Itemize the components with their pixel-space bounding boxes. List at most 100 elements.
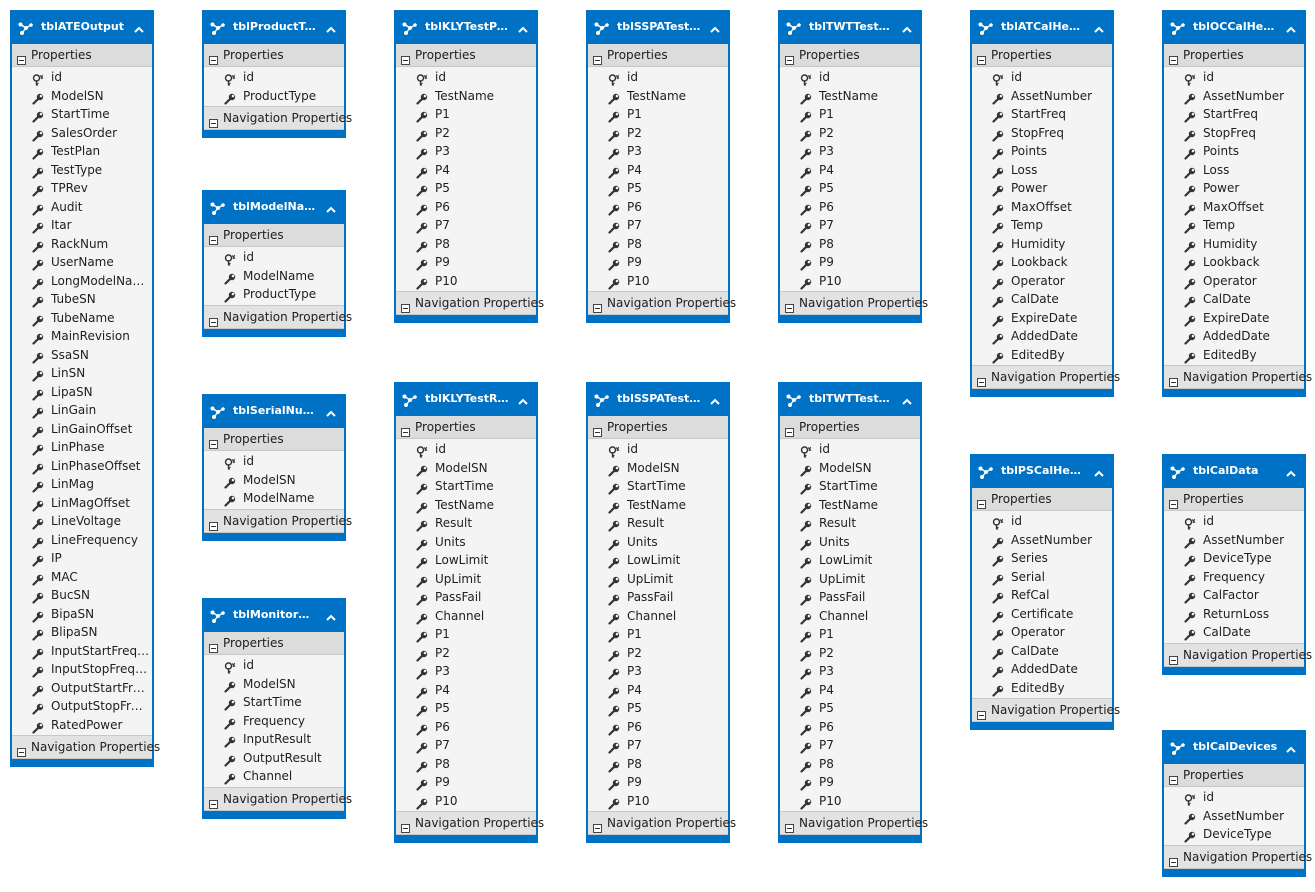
- property-row[interactable]: P5: [396, 179, 536, 198]
- property-row[interactable]: Operator: [972, 272, 1112, 291]
- collapse-minus-icon[interactable]: [785, 298, 794, 313]
- property-row[interactable]: UserName: [12, 253, 152, 272]
- property-row[interactable]: ModelSN: [780, 459, 920, 478]
- property-row[interactable]: UpLimit: [780, 570, 920, 589]
- property-row[interactable]: P6: [780, 718, 920, 737]
- property-row[interactable]: SalesOrder: [12, 124, 152, 143]
- entity-box[interactable]: tblProductTyp...PropertiesidProductTypeN…: [202, 10, 352, 138]
- property-row[interactable]: Humidity: [972, 235, 1112, 254]
- property-row[interactable]: MAC: [12, 568, 152, 587]
- property-row[interactable]: UpLimit: [588, 570, 728, 589]
- navigation-section-header[interactable]: Navigation Properties: [972, 365, 1120, 389]
- key-property-row[interactable]: id: [972, 512, 1112, 531]
- key-property-row[interactable]: id: [972, 68, 1112, 87]
- chevron-up-icon[interactable]: [132, 21, 146, 33]
- property-row[interactable]: Temp: [1164, 216, 1304, 235]
- navigation-section-header[interactable]: Navigation Properties: [780, 811, 928, 835]
- property-row[interactable]: AddedDate: [972, 327, 1112, 346]
- property-row[interactable]: TestName: [780, 87, 920, 106]
- chevron-up-icon[interactable]: [516, 393, 530, 405]
- collapse-minus-icon[interactable]: [401, 818, 410, 833]
- property-row[interactable]: Series: [972, 549, 1112, 568]
- property-row[interactable]: Result: [396, 514, 536, 533]
- chevron-up-icon[interactable]: [708, 393, 722, 405]
- collapse-minus-icon[interactable]: [785, 50, 794, 65]
- property-row[interactable]: P10: [396, 272, 536, 291]
- property-row[interactable]: ProductType: [204, 87, 344, 106]
- property-row[interactable]: TestName: [780, 496, 920, 515]
- entity-header[interactable]: tblKLYTestPar...: [396, 10, 536, 44]
- chevron-up-icon[interactable]: [324, 201, 338, 213]
- property-row[interactable]: P3: [780, 142, 920, 161]
- properties-section-header[interactable]: Properties: [588, 416, 728, 439]
- navigation-section-header[interactable]: Navigation Properties: [1164, 844, 1312, 869]
- chevron-up-icon[interactable]: [1092, 465, 1106, 477]
- property-row[interactable]: Units: [588, 533, 728, 552]
- property-row[interactable]: BucSN: [12, 586, 152, 605]
- key-property-row[interactable]: id: [396, 68, 536, 87]
- property-row[interactable]: CalDate: [1164, 623, 1304, 642]
- collapse-minus-icon[interactable]: [977, 50, 986, 65]
- property-row[interactable]: LinPhaseOffset: [12, 457, 152, 476]
- key-property-row[interactable]: id: [780, 68, 920, 87]
- navigation-section-header[interactable]: Navigation Properties: [396, 811, 544, 835]
- properties-section-header[interactable]: Properties: [1164, 44, 1304, 67]
- entity-header[interactable]: tblATCalHead...: [972, 10, 1112, 44]
- property-row[interactable]: LinSN: [12, 364, 152, 383]
- property-row[interactable]: TestName: [396, 496, 536, 515]
- property-row[interactable]: P7: [396, 216, 536, 235]
- property-row[interactable]: CalFactor: [1164, 586, 1304, 605]
- property-row[interactable]: LongModelName: [12, 272, 152, 291]
- property-row[interactable]: P6: [588, 718, 728, 737]
- chevron-up-icon[interactable]: [900, 21, 914, 33]
- property-row[interactable]: MaxOffset: [972, 198, 1112, 217]
- property-row[interactable]: ProductType: [204, 285, 344, 304]
- property-row[interactable]: P8: [780, 235, 920, 254]
- property-row[interactable]: PassFail: [588, 588, 728, 607]
- property-row[interactable]: P1: [780, 625, 920, 644]
- entity-header[interactable]: tblPSCalHead...: [972, 454, 1112, 488]
- property-row[interactable]: StartFreq: [1164, 105, 1304, 124]
- collapse-minus-icon[interactable]: [977, 494, 986, 509]
- property-row[interactable]: Points: [1164, 142, 1304, 161]
- property-row[interactable]: P4: [588, 681, 728, 700]
- property-row[interactable]: LinPhase: [12, 438, 152, 457]
- property-row[interactable]: DeviceType: [1164, 825, 1304, 844]
- property-row[interactable]: Channel: [204, 767, 344, 786]
- properties-section-header[interactable]: Properties: [588, 44, 728, 67]
- property-row[interactable]: EditedBy: [972, 346, 1112, 365]
- property-row[interactable]: StartFreq: [972, 105, 1112, 124]
- chevron-up-icon[interactable]: [1284, 21, 1298, 33]
- property-row[interactable]: P9: [780, 773, 920, 792]
- property-row[interactable]: P10: [396, 792, 536, 811]
- property-row[interactable]: StopFreq: [1164, 124, 1304, 143]
- property-row[interactable]: AssetNumber: [972, 531, 1112, 550]
- property-row[interactable]: LineVoltage: [12, 512, 152, 531]
- property-row[interactable]: InputStartFrequ...: [12, 642, 152, 661]
- entity-box[interactable]: tblModelNamesPropertiesidModelNameProduc…: [202, 190, 352, 337]
- navigation-section-header[interactable]: Navigation Properties: [588, 811, 736, 835]
- property-row[interactable]: LowLimit: [780, 551, 920, 570]
- property-row[interactable]: P7: [588, 736, 728, 755]
- collapse-minus-icon[interactable]: [209, 113, 218, 128]
- properties-section-header[interactable]: Properties: [12, 44, 152, 67]
- entity-header[interactable]: tblCalDevices: [1164, 730, 1304, 764]
- key-property-row[interactable]: id: [204, 452, 344, 471]
- collapse-minus-icon[interactable]: [209, 794, 218, 809]
- property-row[interactable]: TestName: [588, 87, 728, 106]
- collapse-minus-icon[interactable]: [209, 638, 218, 653]
- property-row[interactable]: P7: [588, 216, 728, 235]
- property-row[interactable]: StartTime: [588, 477, 728, 496]
- property-row[interactable]: EditedBy: [1164, 346, 1304, 365]
- chevron-up-icon[interactable]: [324, 609, 338, 621]
- key-property-row[interactable]: id: [588, 68, 728, 87]
- property-row[interactable]: OutputStopFreq...: [12, 697, 152, 716]
- properties-section-header[interactable]: Properties: [396, 416, 536, 439]
- entity-header[interactable]: tblOCCalHead...: [1164, 10, 1304, 44]
- collapse-minus-icon[interactable]: [209, 312, 218, 327]
- collapse-minus-icon[interactable]: [401, 422, 410, 437]
- property-row[interactable]: Channel: [588, 607, 728, 626]
- property-row[interactable]: Points: [972, 142, 1112, 161]
- navigation-section-header[interactable]: Navigation Properties: [204, 304, 352, 329]
